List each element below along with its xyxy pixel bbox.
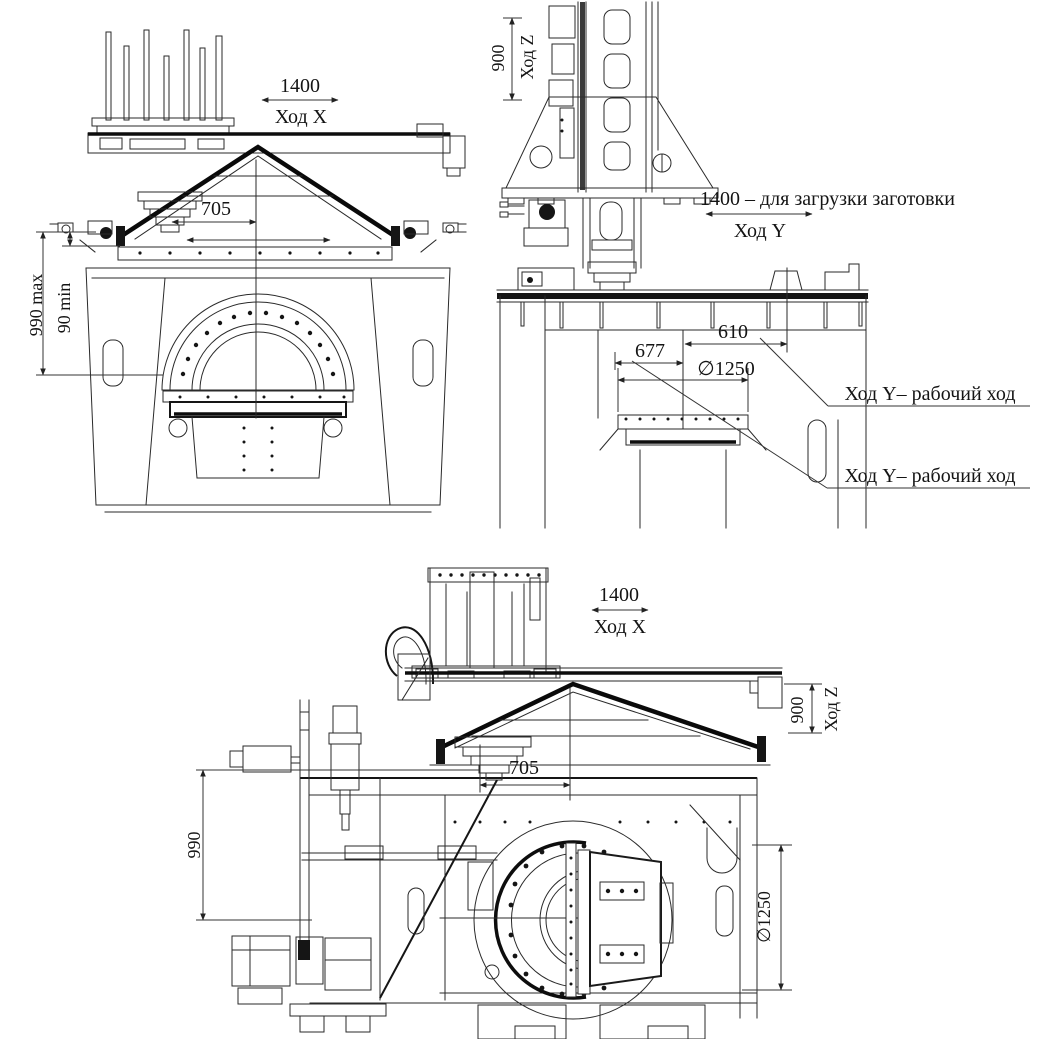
- roof-cover-bottom: [300, 681, 771, 779]
- dim-value-900-bottom: 900: [787, 697, 807, 724]
- left-mount: [49, 220, 113, 253]
- dim-value-1400: 1400: [280, 75, 320, 97]
- leader-working-stroke-top: Ход Y– рабочий ход: [759, 337, 1030, 407]
- axis-label-y: Ход Y: [734, 220, 786, 242]
- axis-label-x: Ход X: [275, 106, 328, 128]
- dim-load-y: 1400 – для загрузки заготовки Ход Y: [700, 188, 955, 242]
- arch-bolt-circle: [180, 310, 336, 377]
- view-front: 1400 Ход X 705 990 max 90 min: [26, 29, 467, 513]
- dim-677: 677: [614, 329, 684, 429]
- dim-990-bottom: 990: [184, 769, 480, 921]
- dim-value-990max: 990 max: [26, 274, 46, 337]
- right-mount: [403, 220, 467, 253]
- dim-610: 610: [684, 321, 788, 347]
- roof-cover: [116, 144, 400, 246]
- dim-value-705-bottom: 705: [509, 757, 539, 779]
- z-column: [548, 1, 659, 193]
- head-motor: [499, 199, 569, 247]
- dim-value-load: 1400 – для загрузки заготовки: [700, 188, 955, 210]
- dim-stroke-z-side: 900 Ход Z: [488, 17, 537, 101]
- dim-1250-side: ∅1250: [617, 358, 755, 412]
- view-side-full: 1400 Ход X 900 Ход Z 705: [184, 567, 841, 1039]
- machine-base: [85, 267, 451, 513]
- dim-value-900: 900: [488, 45, 508, 72]
- dim-value-1400-bottom: 1400: [599, 584, 639, 606]
- dim-value-610: 610: [718, 321, 748, 343]
- leader-label-top: Ход Y– рабочий ход: [844, 383, 1015, 405]
- leader-working-stroke-bottom: Ход Y– рабочий ход: [631, 360, 1030, 489]
- axis-label-x-bottom: Ход X: [594, 616, 647, 638]
- top-columns: [411, 567, 561, 679]
- dim-value-1250-bottom: ∅1250: [754, 891, 774, 943]
- dim-value-90min: 90 min: [54, 283, 74, 334]
- leader-label-bottom: Ход Y– рабочий ход: [844, 465, 1015, 487]
- dim-value-990: 990: [184, 832, 204, 859]
- y-table: [496, 263, 869, 303]
- dim-value-705: 705: [201, 198, 231, 220]
- dim-value-1250-side: ∅1250: [697, 358, 754, 380]
- left-equipment: [229, 699, 498, 1033]
- dim-705-front: 705: [171, 159, 331, 419]
- dim-stroke-x-bottom: 1400 Ход X: [591, 584, 649, 638]
- spindle-head: [137, 191, 203, 233]
- spindle-head-bottom: [454, 736, 532, 781]
- side-base: [499, 267, 867, 529]
- table-legs: [520, 301, 863, 329]
- gantry-beam-bottom: [397, 653, 783, 709]
- machine-body-bottom: [309, 777, 758, 1039]
- dim-value-677: 677: [635, 340, 665, 362]
- tool-rack: [91, 29, 235, 135]
- cable-loop: [384, 626, 435, 685]
- dim-stroke-x-front: 1400 Ход X: [261, 75, 339, 128]
- dim-1250-bottom: ∅1250: [742, 844, 792, 991]
- dim-stroke-z-bottom: 900 Ход Z: [784, 683, 841, 734]
- view-side: 900 Ход Z: [488, 1, 1030, 529]
- lower-ram: [582, 197, 642, 291]
- ram-head: [501, 96, 719, 205]
- table-door: [589, 850, 662, 988]
- rotary-table-assembly: [439, 820, 674, 1020]
- table-band: [117, 246, 393, 261]
- axis-label-z-bottom: Ход Z: [821, 686, 841, 731]
- dim-990max-90min: 990 max 90 min: [26, 231, 163, 376]
- axis-label-z: Ход Z: [517, 34, 537, 79]
